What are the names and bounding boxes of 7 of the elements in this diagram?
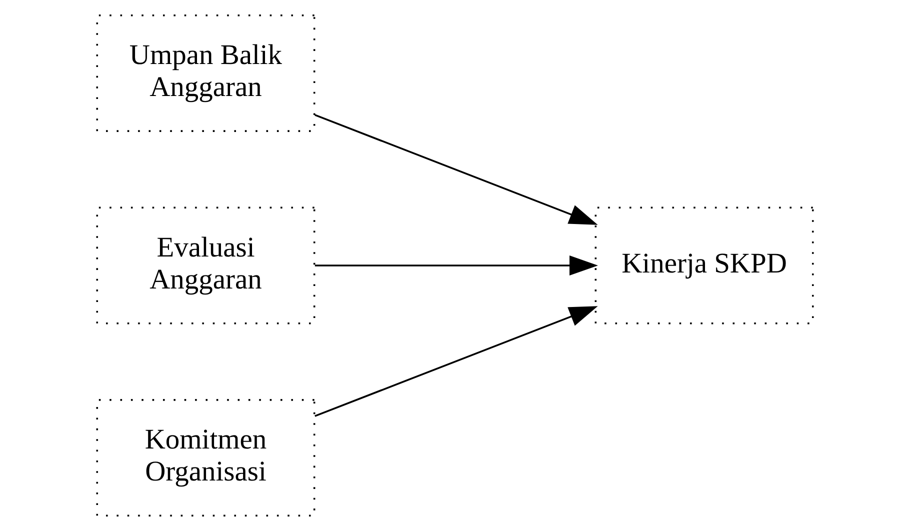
node-box: Evaluasi Anggaran bbox=[96, 206, 316, 324]
node-box: Kinerja SKPD bbox=[594, 206, 814, 324]
node-box: Umpan Balik Anggaran bbox=[96, 14, 316, 132]
arrow bbox=[314, 114, 598, 225]
node-box: Komitmen Organisasi bbox=[96, 399, 316, 517]
arrow bbox=[314, 306, 598, 417]
arrow bbox=[314, 256, 598, 276]
